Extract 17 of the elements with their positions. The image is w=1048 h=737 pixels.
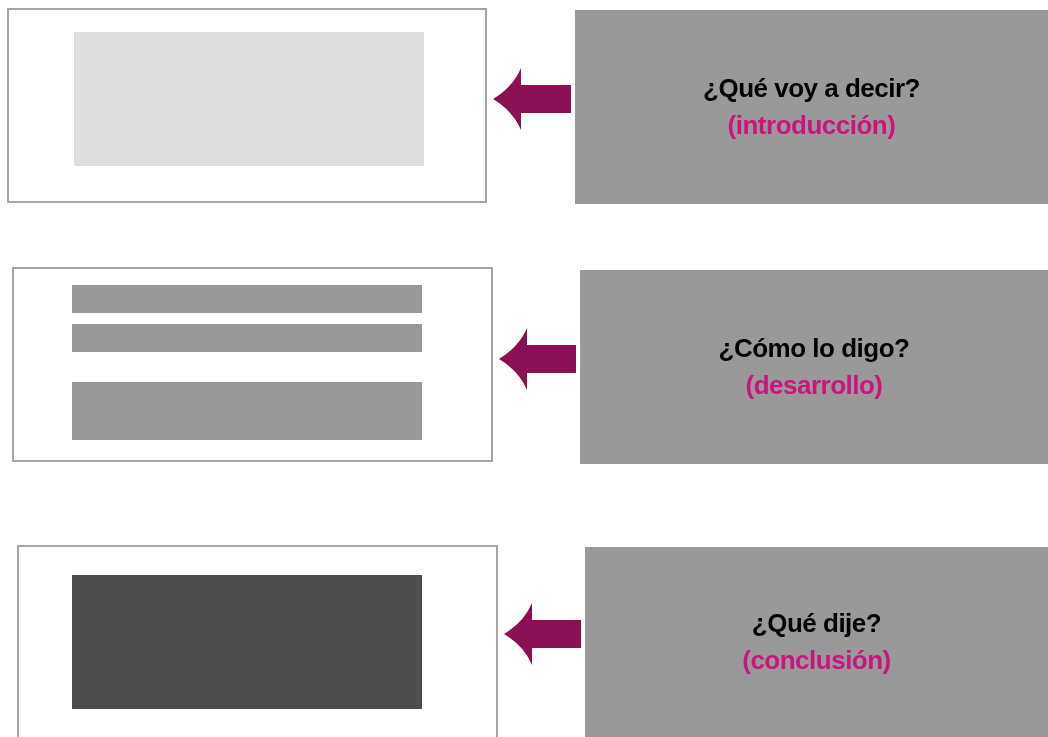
text-line-bar xyxy=(72,324,422,352)
section-label: (desarrollo) xyxy=(745,370,883,401)
section-label: (conclusión) xyxy=(742,645,891,676)
question-panel xyxy=(585,547,1048,737)
slide-frame xyxy=(12,267,493,462)
content-block xyxy=(72,575,422,709)
question-panel xyxy=(580,270,1048,464)
text-line-bar xyxy=(72,285,422,313)
slide-frame xyxy=(17,545,498,737)
question-panel xyxy=(575,10,1048,204)
question-text: ¿Cómo lo digo? xyxy=(718,333,910,364)
slide-frame xyxy=(7,8,487,203)
section-label: (introducción) xyxy=(727,110,896,141)
content-block xyxy=(74,32,424,166)
question-text: ¿Qué dije? xyxy=(751,608,882,639)
question-text: ¿Qué voy a decir? xyxy=(703,73,920,104)
content-block xyxy=(72,382,422,440)
